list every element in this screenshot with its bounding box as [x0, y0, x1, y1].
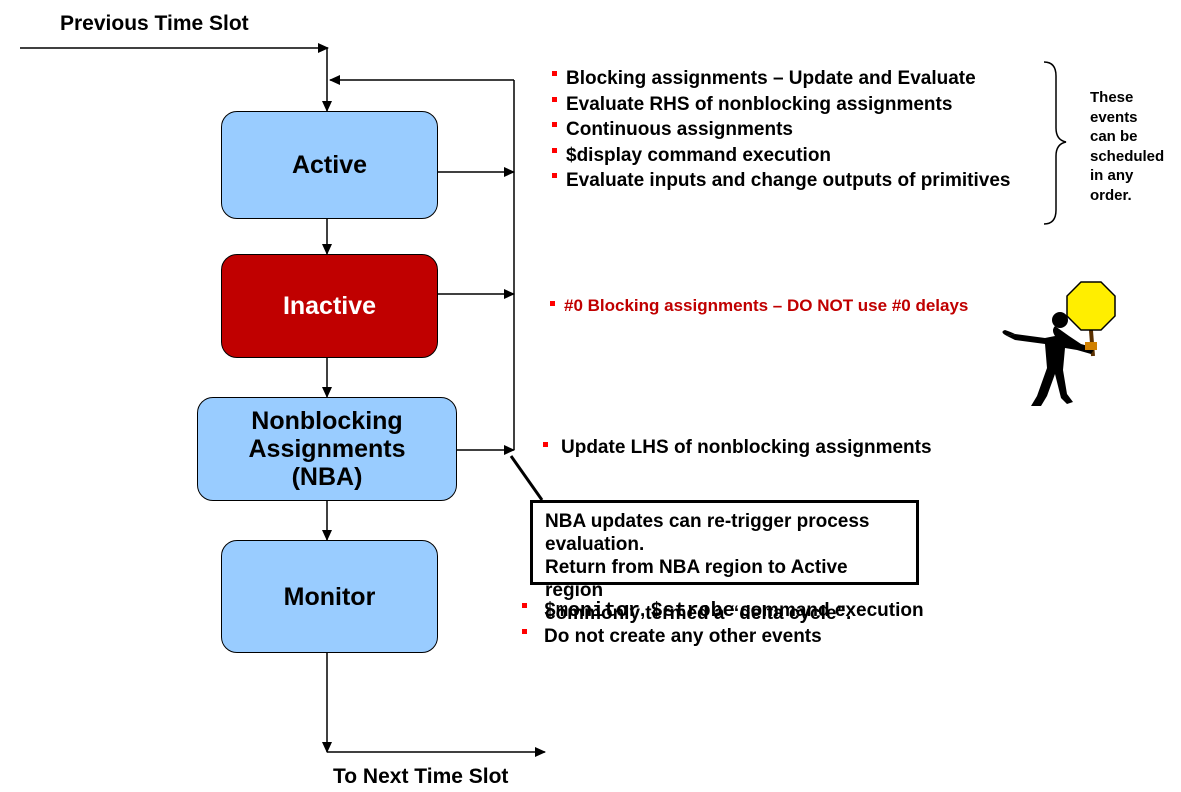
- inactive-events-list: #0 Blocking assignments – DO NOT use #0 …: [550, 296, 968, 316]
- nba-region-label-line1: Nonblocking: [251, 407, 403, 435]
- list-item: Evaluate RHS of nonblocking assignments: [552, 92, 1010, 118]
- list-item: Do not create any other events: [522, 624, 924, 649]
- list-item: $display command execution: [552, 143, 1010, 169]
- order-note-line: These: [1090, 89, 1134, 106]
- active-events-list: Blocking assignments – Update and Evalua…: [552, 66, 1010, 194]
- list-item: Blocking assignments – Update and Evalua…: [552, 66, 1010, 92]
- order-note-line: events: [1090, 108, 1138, 126]
- inactive-region-label: Inactive: [282, 292, 377, 320]
- list-item: Evaluate inputs and change outputs of pr…: [552, 168, 1010, 194]
- callout-pointer: [509, 455, 544, 501]
- active-region-label: Active: [291, 151, 368, 179]
- inactive-region: Inactive: [221, 254, 438, 358]
- callout-line: NBA updates can re-trigger process evalu…: [545, 511, 870, 555]
- order-note-line: order.: [1090, 186, 1132, 204]
- order-note-line: in any: [1090, 167, 1134, 184]
- active-region: Active: [221, 111, 438, 219]
- stop-sign-figure-icon: [1002, 281, 1116, 406]
- list-item: #0 Blocking assignments – DO NOT use #0 …: [550, 296, 968, 316]
- nba-region: Nonblocking Assignments (NBA): [197, 397, 457, 501]
- nba-region-label-line3: (NBA): [291, 463, 363, 491]
- next-time-slot-label: To Next Time Slot: [333, 765, 509, 788]
- order-note: These events can be scheduled in any ord…: [1090, 88, 1164, 205]
- nba-events-list: Update LHS of nonblocking assignments: [543, 437, 932, 459]
- order-brace: [1043, 61, 1067, 225]
- command-execution-text: command execution: [734, 600, 924, 621]
- delta-cycle-callout: NBA updates can re-trigger process evalu…: [530, 500, 919, 624]
- previous-time-slot-label: Previous Time Slot: [60, 12, 249, 35]
- list-item: Continuous assignments: [552, 117, 1010, 143]
- monitor-events-list: $monitor, $strobe command execution Do n…: [522, 598, 924, 649]
- monitor-command: $monitor: [544, 600, 641, 623]
- order-note-line: can be: [1090, 128, 1138, 145]
- monitor-region-label: Monitor: [283, 582, 376, 611]
- callout-line: Return from NBA region to Active region: [545, 557, 848, 601]
- monitor-region: Monitor: [221, 540, 438, 653]
- list-item: Update LHS of nonblocking assignments: [543, 437, 932, 459]
- nba-region-label-line2: Assignments: [248, 435, 406, 463]
- command-separator: ,: [640, 600, 651, 621]
- strobe-command: $strobe: [650, 600, 735, 623]
- order-note-line: scheduled: [1090, 147, 1165, 165]
- list-item: $monitor, $strobe command execution: [522, 598, 924, 624]
- callout-line: commonly termed a “delta cycle”.: [545, 603, 852, 624]
